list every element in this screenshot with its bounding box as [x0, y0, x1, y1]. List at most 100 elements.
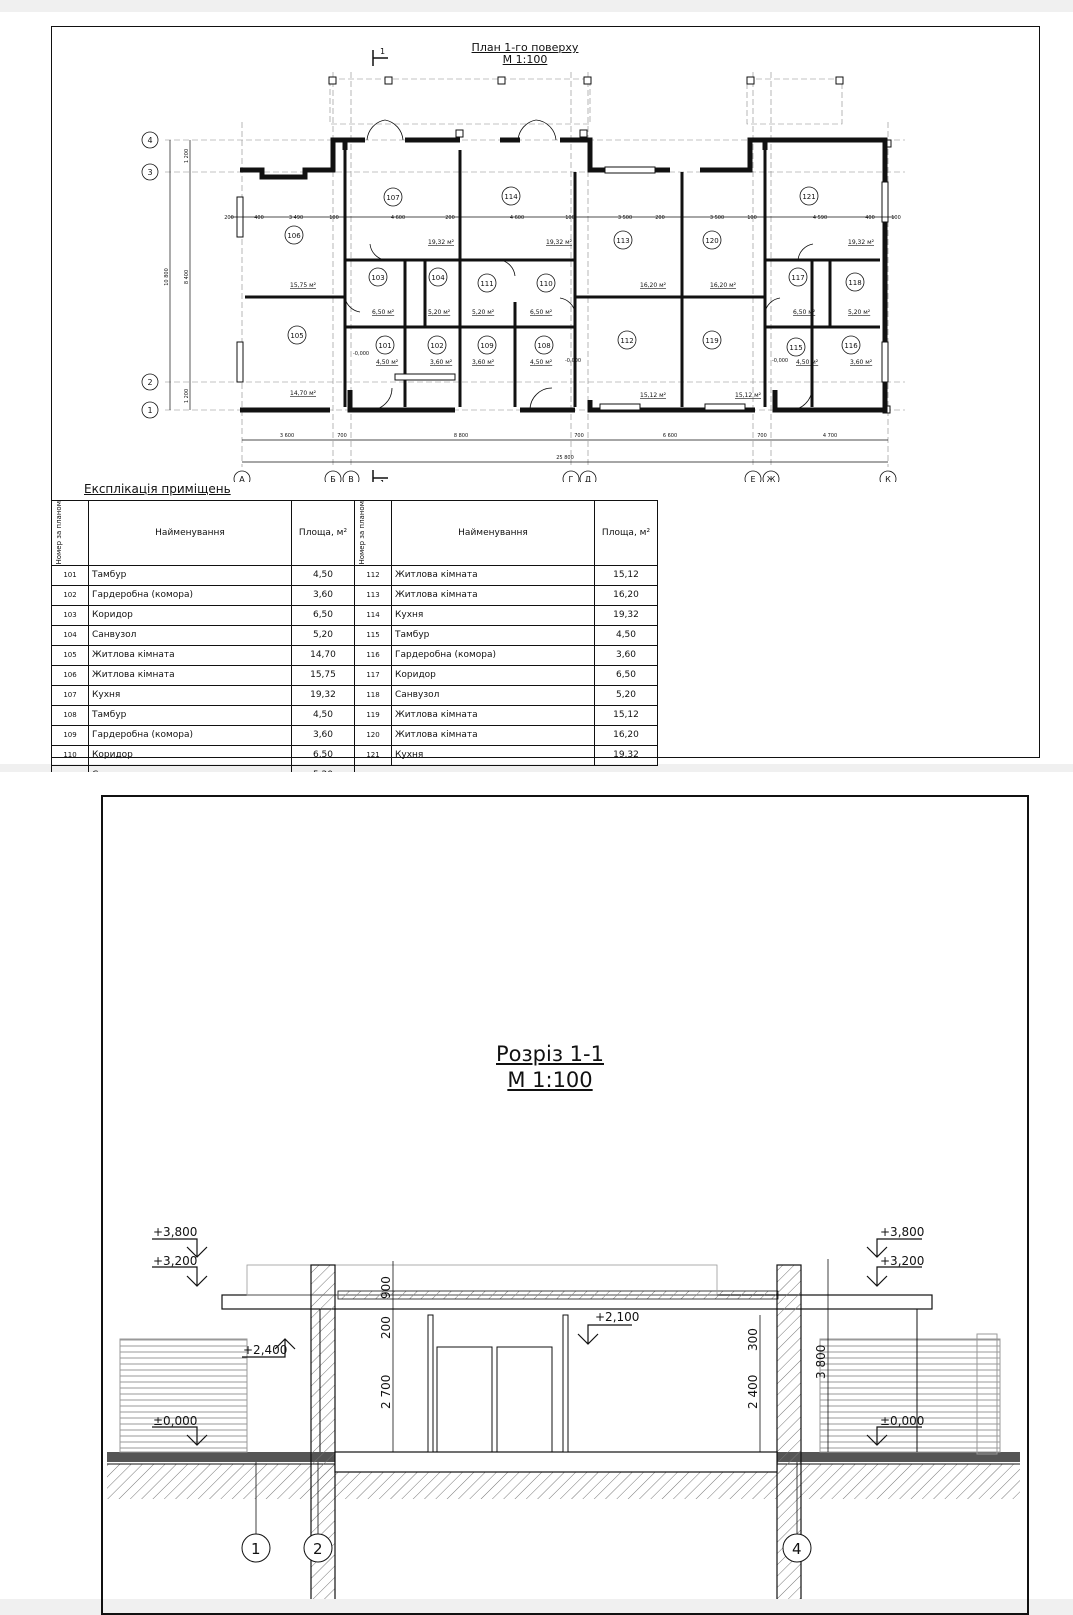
cell-area: 6,50	[291, 604, 355, 626]
level-top-left: +3,800	[153, 1225, 197, 1239]
room-number-112: 112	[620, 337, 633, 345]
room-number-105: 105	[290, 332, 303, 340]
cell-num: 112	[354, 564, 392, 586]
cell-num: 106	[51, 664, 89, 686]
cell-area: 5,20	[594, 684, 658, 706]
dim-200: 200	[379, 1316, 393, 1339]
dim-3800: 3 800	[814, 1345, 828, 1379]
room-area-104: 5,20 м²	[428, 309, 451, 316]
level-zero-right: ±0,000	[880, 1414, 924, 1428]
room-bubble-113	[613, 230, 633, 250]
dim-top: 3 500	[710, 215, 724, 221]
cell-num: 114	[354, 604, 392, 626]
room-number-110: 110	[539, 280, 552, 288]
level-mark: -0,000	[353, 351, 369, 357]
dim-2400: 2 400	[746, 1375, 760, 1409]
cell-name: Житлова кімната	[88, 644, 292, 666]
axis-label-2: 2	[147, 378, 152, 387]
level-mark: -0,000	[565, 358, 581, 364]
cell-num: 115	[354, 624, 392, 646]
cell-num: 107	[51, 684, 89, 706]
room-number-108: 108	[537, 342, 550, 350]
axis-label-К: К	[885, 475, 891, 482]
col-name-right: Найменування	[391, 500, 595, 566]
axis-label-Е: Е	[750, 475, 755, 482]
room-bubble-112	[617, 330, 637, 350]
axis-bubble-Е	[744, 470, 762, 482]
plan-title-text: План 1-го поверху	[471, 41, 579, 54]
col-name-left: Найменування	[88, 500, 292, 566]
cell-area: 15,75	[291, 664, 355, 686]
cell-name: Житлова кімната	[391, 704, 595, 726]
room-number-115: 115	[789, 344, 802, 352]
dim-left: 8 400	[184, 270, 190, 284]
level-mark: -0,000	[772, 358, 788, 364]
room-number-109: 109	[480, 342, 493, 350]
cell-area: 3,60	[291, 584, 355, 606]
room-area-120: 16,20 м²	[710, 282, 737, 289]
cell-area: 6,50	[594, 664, 658, 686]
room-area-109: 3,60 м²	[472, 359, 495, 366]
cell-name: Тамбур	[88, 704, 292, 726]
axis-bubble-Г	[562, 470, 580, 482]
cell-name: Кухня	[391, 604, 595, 626]
cell-area: 14,70	[291, 644, 355, 666]
axis-label-2: 2	[313, 1540, 323, 1558]
col-area-left: Площа, м²	[291, 500, 355, 566]
room-bubble-114	[501, 186, 521, 206]
axis-bubble-Ж	[762, 470, 780, 482]
cell-num: 102	[51, 584, 89, 606]
room-area-108: 4,50 м²	[530, 359, 553, 366]
axis-bubble-В	[342, 470, 360, 482]
cell-area: 19,32	[594, 744, 658, 766]
axis-bubble-Д	[579, 470, 597, 482]
axis-bubble-К	[879, 470, 897, 482]
room-bubble-107	[383, 187, 403, 207]
section-title-text: Розріз 1-1	[496, 1042, 604, 1066]
level-canopy: +2,400	[243, 1343, 287, 1357]
room-bubble-117	[788, 267, 808, 287]
axis-bubble-А	[233, 470, 251, 482]
room-bubble-108	[534, 335, 554, 355]
level-eave-left: +3,200	[153, 1254, 197, 1268]
room-number-114: 114	[504, 193, 518, 201]
room-area-111: 5,20 м²	[472, 309, 495, 316]
col-num-right: Номер за планом	[354, 500, 392, 566]
dim-top: 4 590	[813, 215, 827, 221]
room-area-118: 5,20 м²	[848, 309, 871, 316]
dim-top: 200	[445, 215, 455, 221]
cell-name: Житлова кімната	[391, 564, 595, 586]
room-bubble-103	[368, 267, 388, 287]
dim-bottom: 700	[757, 433, 767, 439]
cell-name: Коридор	[88, 604, 292, 626]
room-bubble-109	[477, 335, 497, 355]
axis-bubble-Б	[324, 470, 342, 482]
dim-top: 200	[655, 215, 665, 221]
dim-left: 1 200	[184, 149, 190, 163]
plan-title: План 1-го поверху М 1:100	[440, 42, 610, 66]
dim-top: 4 600	[391, 215, 405, 221]
dim-top: 4 600	[510, 215, 524, 221]
room-area-115: 4,50 м²	[796, 359, 819, 366]
cell-area: 16,20	[594, 724, 658, 746]
room-area-110: 6,50 м²	[530, 309, 553, 316]
axis-bubble-4	[141, 131, 159, 149]
cell-num: 109	[51, 724, 89, 746]
axis-label-Д: Д	[585, 475, 591, 482]
cell-area: 4,50	[291, 704, 355, 726]
axis-label-4: 4	[792, 1540, 802, 1558]
room-bubble-110	[536, 273, 556, 293]
section-mark-top: 1	[380, 47, 385, 56]
col-num-left: Номер за планом	[51, 500, 89, 566]
cell-num: 105	[51, 644, 89, 666]
dim-bottom: 8 800	[454, 433, 468, 439]
cell-area: 4,50	[291, 564, 355, 586]
axis-bubble-3	[141, 163, 159, 181]
room-number-104: 104	[431, 274, 445, 282]
room-area-107: 19,32 м²	[428, 239, 455, 246]
cell-area: 3,60	[594, 644, 658, 666]
axis-label-А: А	[239, 475, 245, 482]
